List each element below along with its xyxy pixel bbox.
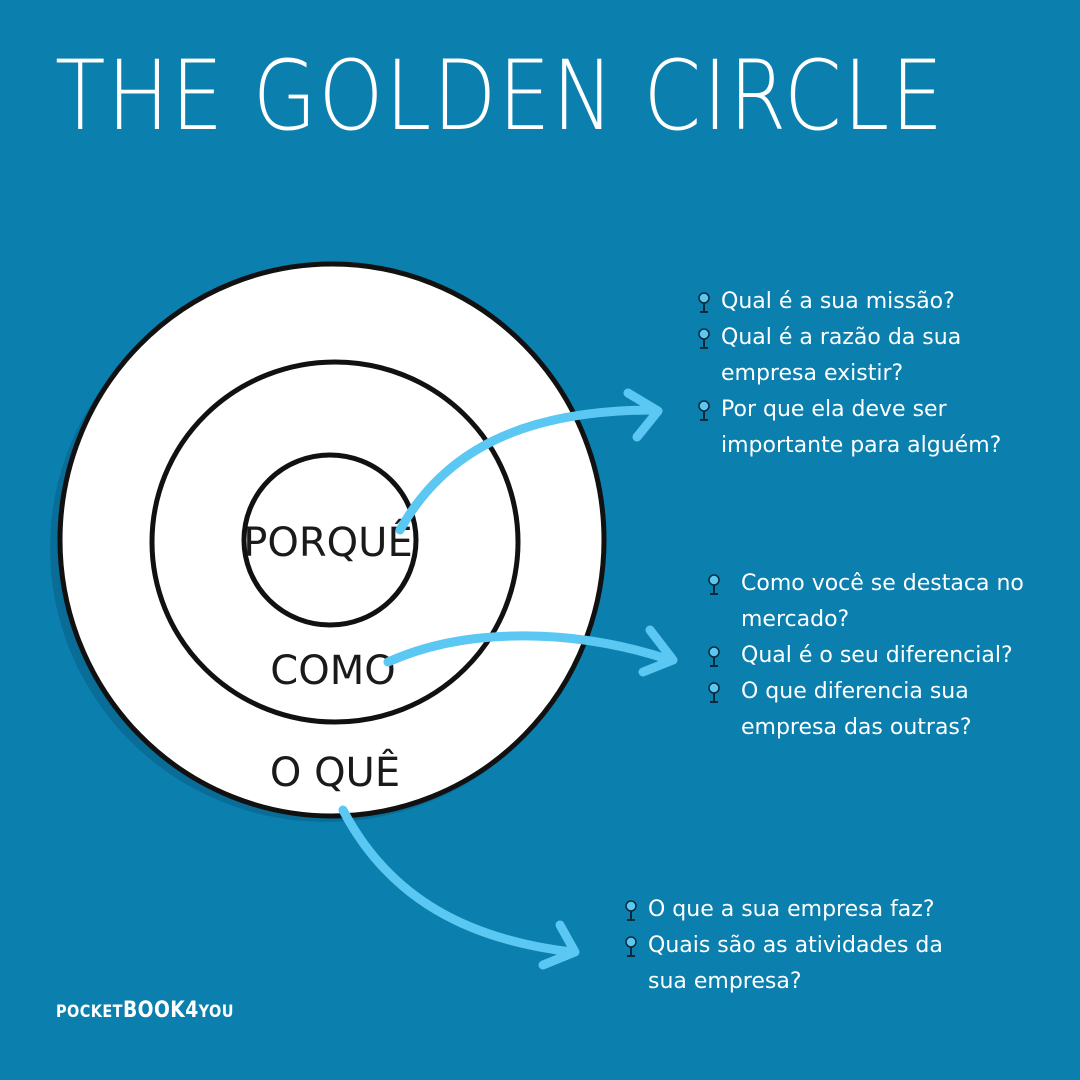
map-pin-icon [625,936,637,957]
arrow-o-que [338,805,577,957]
list-item: Qual é o seu diferencial? [707,638,1047,674]
list-item: Qual é a sua missão? [697,284,1057,320]
questions-o-que: O que a sua empresa faz? Quais são as at… [624,892,984,1000]
question-text: Qual é a razão da sua empresa existir? [721,325,962,386]
questions-porque: Qual é a sua missão? Qual é a razão da s… [697,284,1057,464]
arrow-porque-head [623,388,663,442]
arrow-porque [395,405,660,535]
question-text: O que diferencia sua empresa das outras? [741,679,972,740]
question-text: Por que ela deve ser importante para alg… [721,397,1002,458]
inner-circle [241,452,419,628]
list-item: O que a sua empresa faz? [624,892,984,928]
map-pin-icon [698,400,710,421]
list-item: Qual é a razão da sua empresa existir? [697,320,1057,392]
page-title: THE GOLDEN CIRCLE [55,40,945,152]
list-item: Quais são as atividades da sua empresa? [624,928,984,1000]
map-pin-icon [698,328,710,349]
map-pin-icon [698,292,710,313]
brand-part-pocket: POCKET [56,1002,123,1022]
label-porque: PORQUÊ [243,518,412,566]
label-o-que: O QUÊ [270,748,400,796]
brand-part-book4: BOOK4 [122,998,199,1023]
arrow-como [383,631,675,667]
question-text: Qual é a sua missão? [721,289,955,314]
list-item: O que diferencia sua empresa das outras? [707,674,1047,746]
questions-como: Como você se destaca no mercado? Qual é … [707,566,1047,746]
map-pin-icon [625,900,637,921]
map-pin-icon [708,646,720,667]
arrow-como-head [638,625,678,677]
question-text: O que a sua empresa faz? [648,897,935,922]
map-pin-icon [708,682,720,703]
list-item: Por que ela deve ser importante para alg… [697,392,1057,464]
label-como: COMO [270,648,395,694]
question-text: Qual é o seu diferencial? [741,643,1013,668]
brand-part-you: YOU [198,1002,234,1022]
list-item: Como você se destaca no mercado? [707,566,1047,638]
question-text: Como você se destaca no mercado? [741,571,1024,632]
map-pin-icon [708,574,720,595]
arrow-o-que-head [538,920,580,970]
brand-logo: POCKETBOOK4YOU [56,998,234,1023]
question-text: Quais são as atividades da sua empresa? [648,933,943,994]
